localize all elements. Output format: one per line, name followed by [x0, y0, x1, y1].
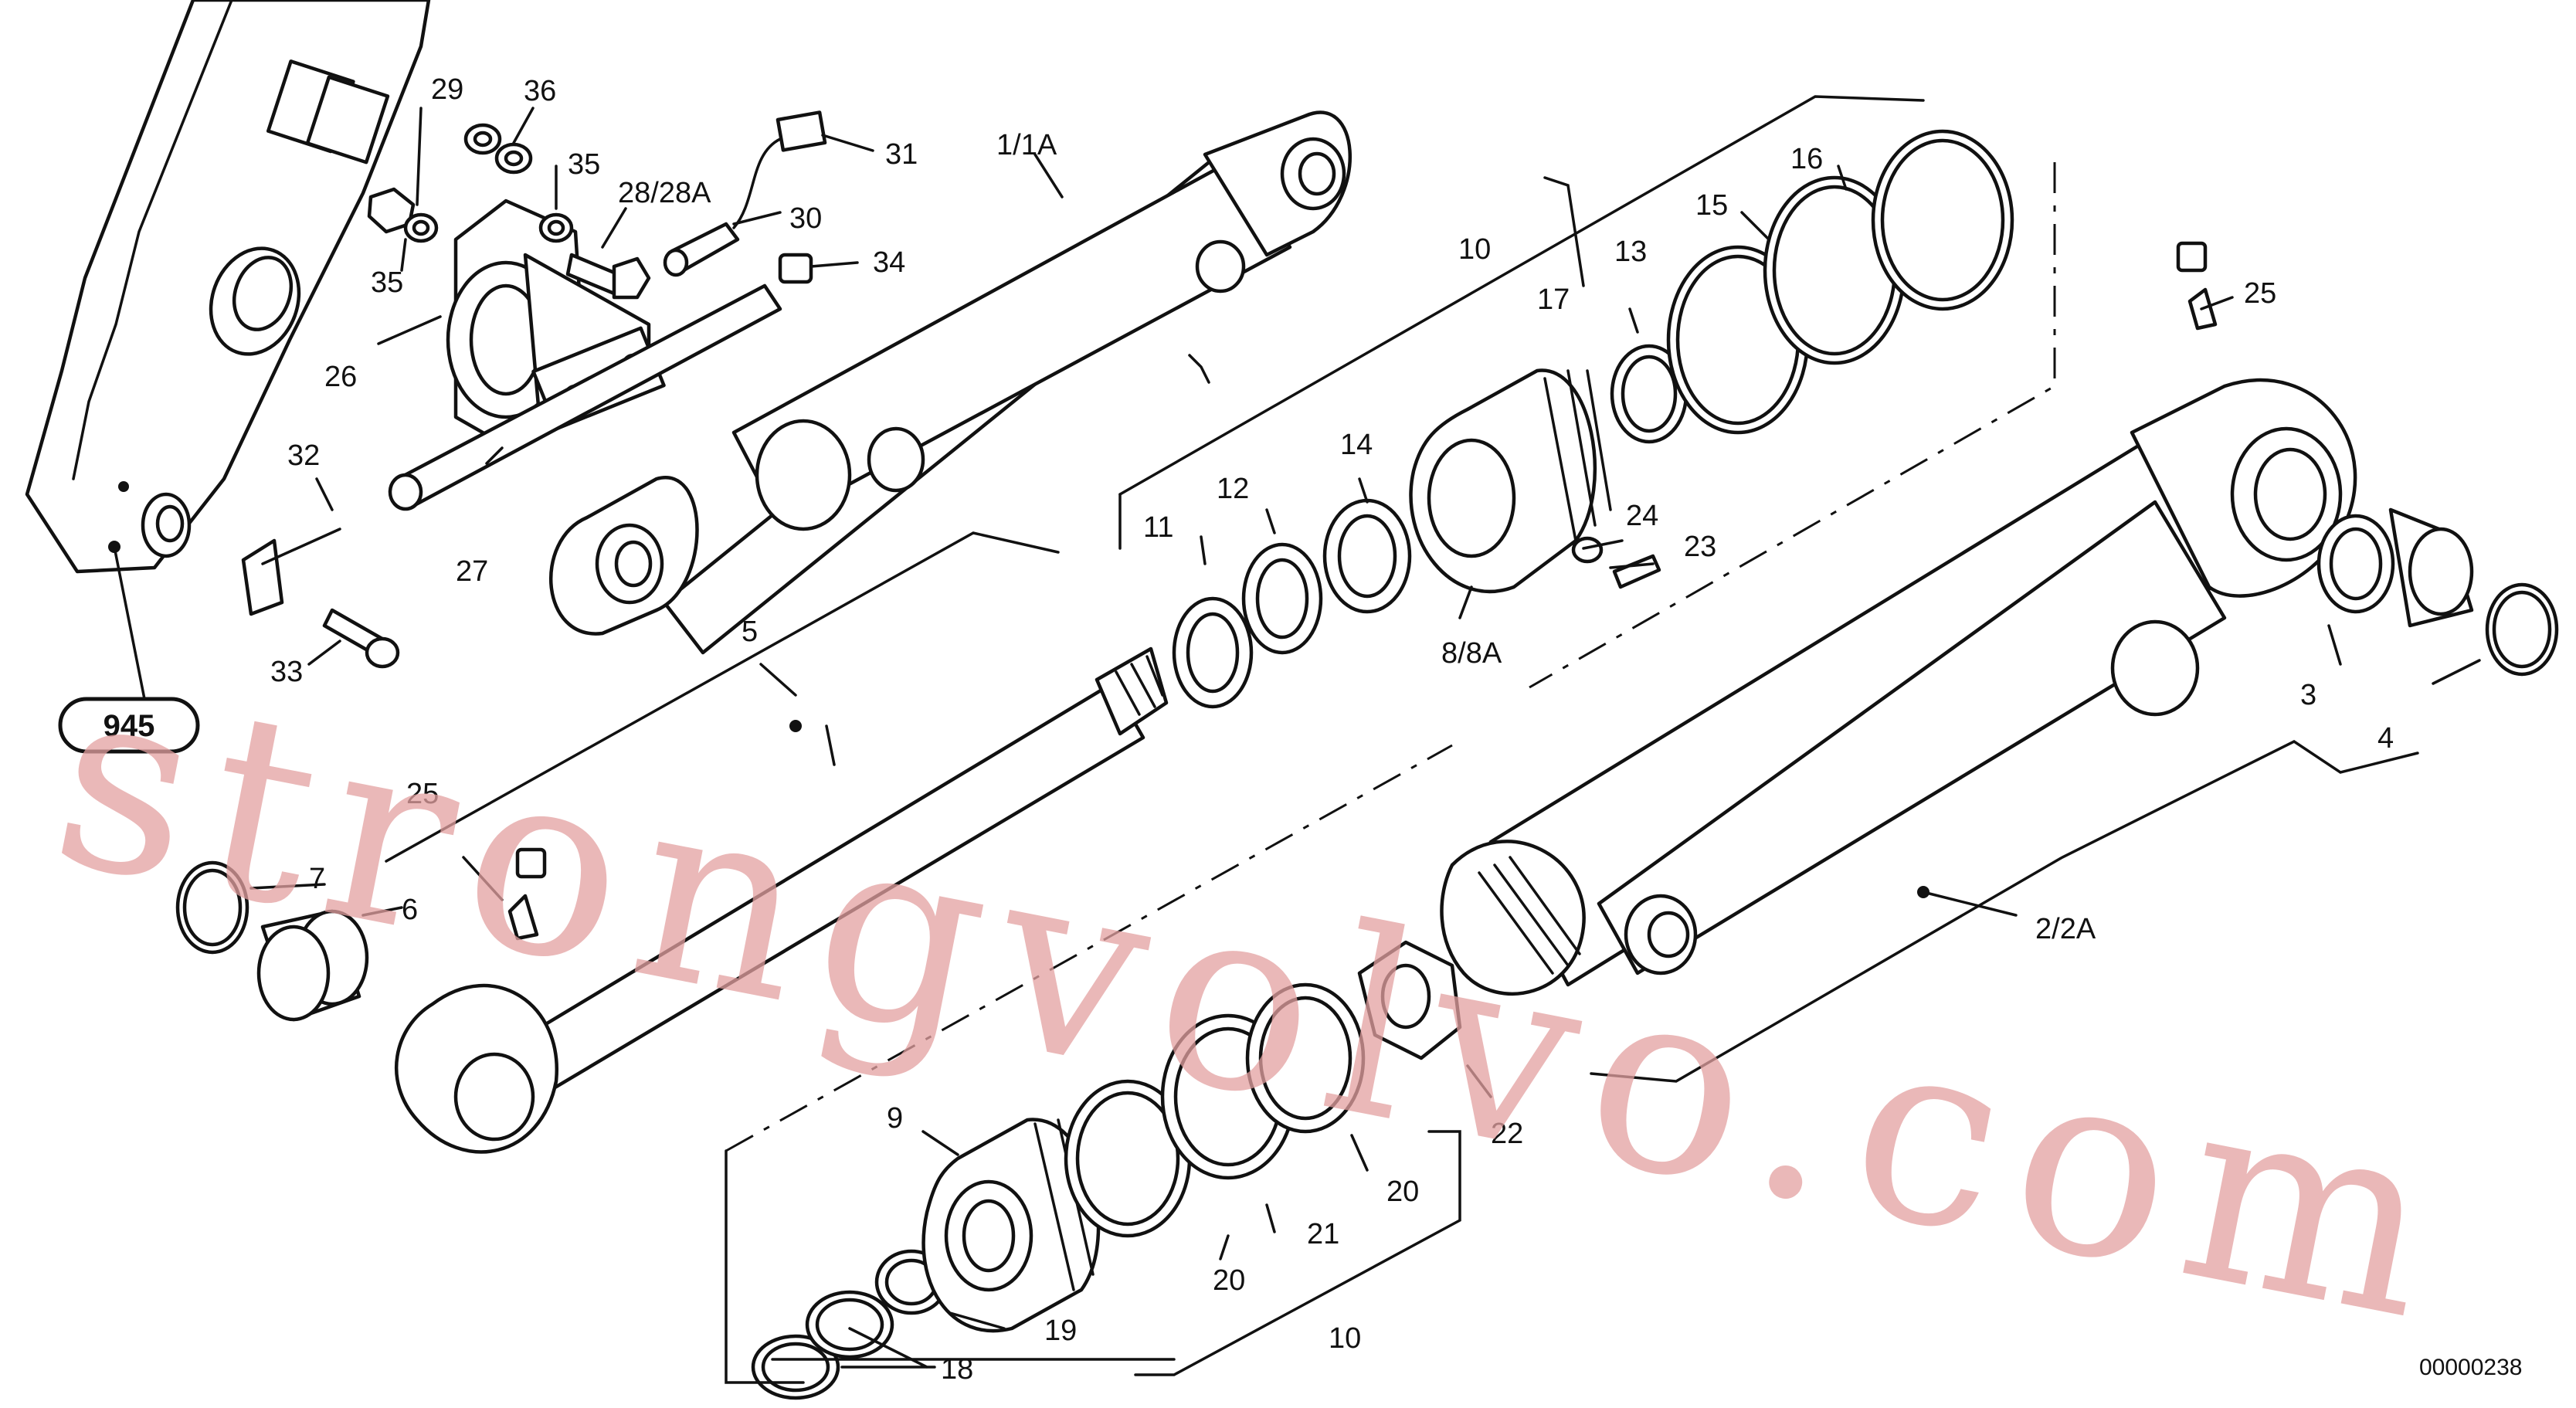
bushings	[175, 241, 2559, 1022]
assembly-outlines	[385, 95, 2419, 1384]
callout-9: 9	[887, 1102, 903, 1135]
bracket-assembly	[241, 110, 827, 669]
callout-6: 6	[402, 894, 418, 926]
cylinder-1	[549, 110, 1352, 655]
callout-12: 12	[1217, 473, 1249, 505]
callout-20-lower: 20	[1213, 1264, 1245, 1297]
callout-15: 15	[1695, 189, 1728, 222]
callout-16: 16	[1790, 143, 1823, 175]
drawing-number: 00000238	[2419, 1355, 2522, 1380]
callout-25-left: 25	[406, 778, 439, 810]
callout-23: 23	[1684, 531, 1716, 563]
callout-8-8A: 8/8A	[1441, 637, 1502, 670]
callout-5: 5	[742, 616, 758, 648]
callout-1-1A: 1/1A	[996, 129, 1057, 161]
callout-labels: 1/1A 2/2A 3 4 5 6 7 8/8A 9 10 10 11 12 1…	[270, 73, 2394, 1386]
piston-rod	[394, 646, 1169, 1154]
callout-24: 24	[1626, 500, 1658, 532]
boom-frame	[25, 0, 431, 574]
badge-label: 945	[104, 709, 155, 743]
callout-4: 4	[2377, 722, 2394, 755]
watermark: strongvolvo.com	[35, 626, 2475, 1380]
callout-7: 7	[309, 863, 325, 895]
callout-19: 19	[1044, 1315, 1077, 1347]
callout-20-upper: 20	[1386, 1176, 1419, 1208]
callout-27: 27	[456, 555, 488, 588]
callout-2-2A: 2/2A	[2035, 913, 2096, 945]
callout-10-top: 10	[1458, 233, 1491, 266]
callout-33: 33	[270, 656, 303, 688]
cylinder-2	[1440, 378, 2357, 996]
callout-28-28A: 28/28A	[618, 177, 711, 209]
callout-3: 3	[2300, 679, 2316, 711]
watermark-text: strongvolvo.com	[35, 626, 2475, 1380]
callout-34: 34	[873, 246, 905, 279]
callout-35-top: 35	[568, 148, 600, 181]
callout-26: 26	[324, 361, 357, 393]
callout-21: 21	[1307, 1218, 1339, 1250]
callout-31: 31	[885, 138, 918, 171]
callout-36: 36	[524, 75, 556, 107]
callout-10-bottom: 10	[1329, 1322, 1361, 1355]
callout-18: 18	[941, 1353, 973, 1386]
callout-25-right: 25	[2244, 277, 2276, 310]
callout-22: 22	[1491, 1118, 1523, 1150]
callout-29: 29	[431, 73, 463, 106]
callout-32: 32	[287, 439, 320, 472]
reference-badge: 945	[58, 697, 200, 754]
callout-11: 11	[1143, 511, 1173, 544]
reference-dots	[789, 720, 1929, 898]
seal-kit-lower	[751, 940, 1462, 1400]
callout-35-bottom: 35	[371, 266, 403, 299]
callout-14: 14	[1340, 429, 1373, 461]
callout-17: 17	[1537, 283, 1570, 316]
leader-lines	[113, 107, 2481, 1369]
callout-13: 13	[1614, 236, 1647, 268]
callout-30: 30	[789, 202, 822, 235]
